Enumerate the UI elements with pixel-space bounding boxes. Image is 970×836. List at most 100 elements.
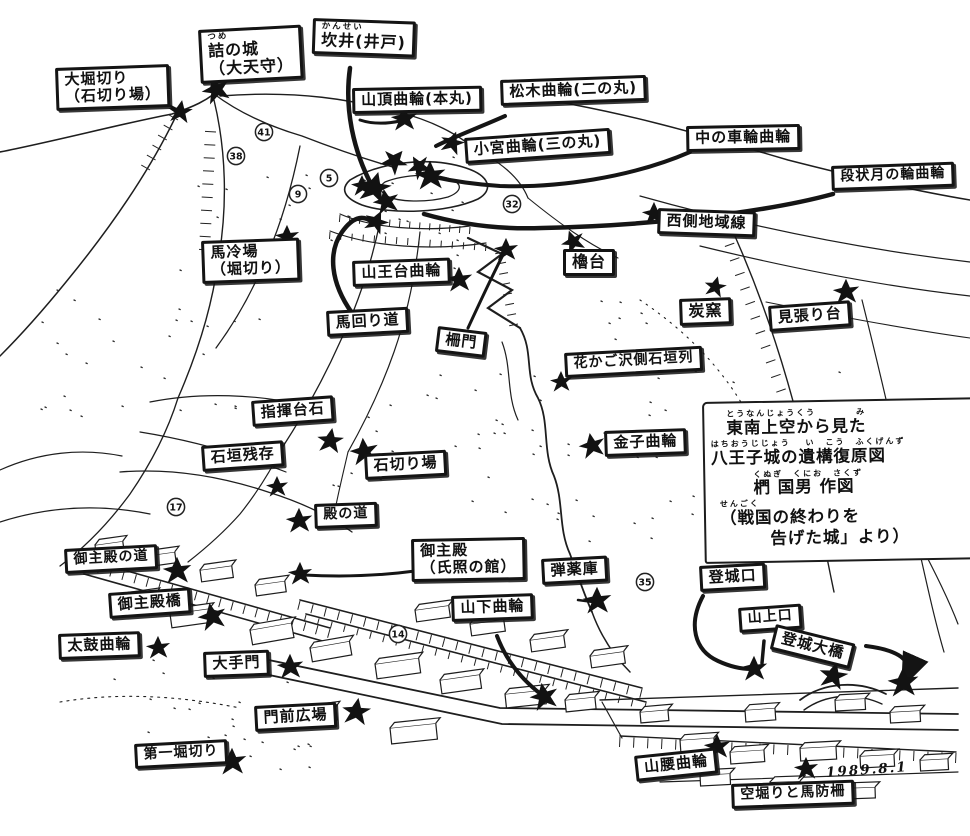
star-marker [793,756,819,780]
terrain-stroke [0,451,123,471]
terrain-stroke [466,236,522,330]
label-text: 櫓台 [572,252,607,271]
label-text: 炭窯 [688,300,723,321]
svg-text:38: 38 [229,151,243,162]
terrain-stroke [0,93,215,153]
star-marker [162,556,192,584]
circled-number: 35 [635,572,655,592]
star-marker [704,276,727,298]
terrain-stroke [0,115,177,357]
star-marker [364,211,390,235]
building-icon [889,704,927,724]
label-text: 御主殿橋 [117,590,183,614]
building-icon [199,559,238,583]
building-icon [309,634,355,663]
label-text: 登城大橋 [779,629,847,663]
star-marker [342,697,372,726]
svg-text:35: 35 [638,577,651,588]
title-text: 椚 国男 作図 [753,476,855,498]
label-komiya-kuruwa: 小宮曲輪(三の丸) [464,127,612,165]
title-text: （戦国の終わりを [719,506,861,528]
label-text: （堀切り） [210,257,292,279]
building-icon [249,616,297,646]
star-marker [414,160,446,190]
title-text: 東南上空から見た [726,415,867,438]
building-icon [414,598,455,623]
label-goshuden: 御主殿（氏照の館） [411,537,526,583]
building-icon [859,748,901,769]
leader-line [466,251,506,330]
leader-line [432,150,692,189]
stipple-texture [40,289,261,418]
slope-hatching [297,600,643,698]
star-marker [832,278,860,304]
label-mihari-dai: 見張り台 [768,300,852,333]
terrain-stroke [619,735,957,753]
building-icon [564,690,601,713]
star-marker [372,189,399,215]
circled-number: 17 [166,497,186,517]
label-sakumon: 柵門 [434,326,488,358]
terrain-stroke [0,507,151,523]
label-text: 花かご沢側石垣列 [573,349,694,372]
leader-lines [153,65,929,697]
label-text: 石垣残存 [210,443,276,467]
circled-number: 38 [226,146,246,166]
label-nishigawa-chiiki-sen: 西側地域線 [657,208,756,238]
label-monzen-hiroba: 門前広場 [254,701,338,733]
circled-number: 5 [319,168,339,188]
label-text: （石切り場） [64,84,162,106]
star-marker [445,266,473,292]
terrain-stroke [601,701,623,739]
label-kansei-ido: かんせい坎井(井戸) [311,18,416,58]
slope-hatching [495,251,519,327]
terrain-stroke [59,695,241,709]
terrain-stroke [799,683,887,701]
label-sumigama: 炭窯 [679,297,732,327]
leader-line [346,65,375,189]
label-text: 山上口 [747,607,794,627]
star-marker [197,602,226,631]
label-yaguradai: 櫓台 [563,249,616,277]
star-marker [887,667,919,697]
star-marker [703,733,731,759]
label-text: 指揮台石 [260,398,326,422]
label-text: 山頂曲輪(本丸) [361,88,474,109]
label-goshuden-no-michi: 御主殿の道 [64,544,159,574]
label-karabori-babousaku: 空堀りと馬防柵 [731,779,855,809]
label-text: 西側地域線 [666,211,747,233]
circled-number: 32 [502,194,522,214]
star-marker [358,172,392,205]
label-danyakuko: 弾薬庫 [541,555,609,586]
circled-number: 41 [254,122,274,142]
label-sankoshi-kuruwa: 山腰曲輪 [634,747,719,782]
leader-line [692,594,753,671]
label-text: 松木曲輪(二の丸) [509,78,638,101]
label-text: 柵門 [444,330,479,352]
building-icon [834,692,872,712]
terrain-stroke [305,613,647,703]
label-shiki-dai-ishi: 指揮台石 [251,395,335,428]
star-marker [145,635,171,659]
building-icon [729,743,770,765]
star-marker [561,230,585,255]
label-tono-no-michi: 殿の道 [314,501,378,529]
label-goshuden-bashi: 御主殿橋 [108,587,192,620]
building-icon [919,752,955,772]
label-text: 弾薬庫 [550,559,600,580]
terrain-stroke [591,611,631,673]
label-text: 殿の道 [323,505,369,523]
star-marker [168,100,193,124]
star-marker [351,175,373,196]
slope-hatching [303,614,647,710]
circled-number: 14 [388,624,408,644]
label-text: 金子曲輪 [613,431,678,452]
star-marker [407,156,432,181]
leader-line [434,114,507,148]
label-text: 太鼓曲輪 [67,634,132,655]
label-tojo-ohashi: 登城大橋 [769,624,856,670]
label-text: 御主殿の道 [73,547,149,568]
terrain-stroke [87,559,331,629]
